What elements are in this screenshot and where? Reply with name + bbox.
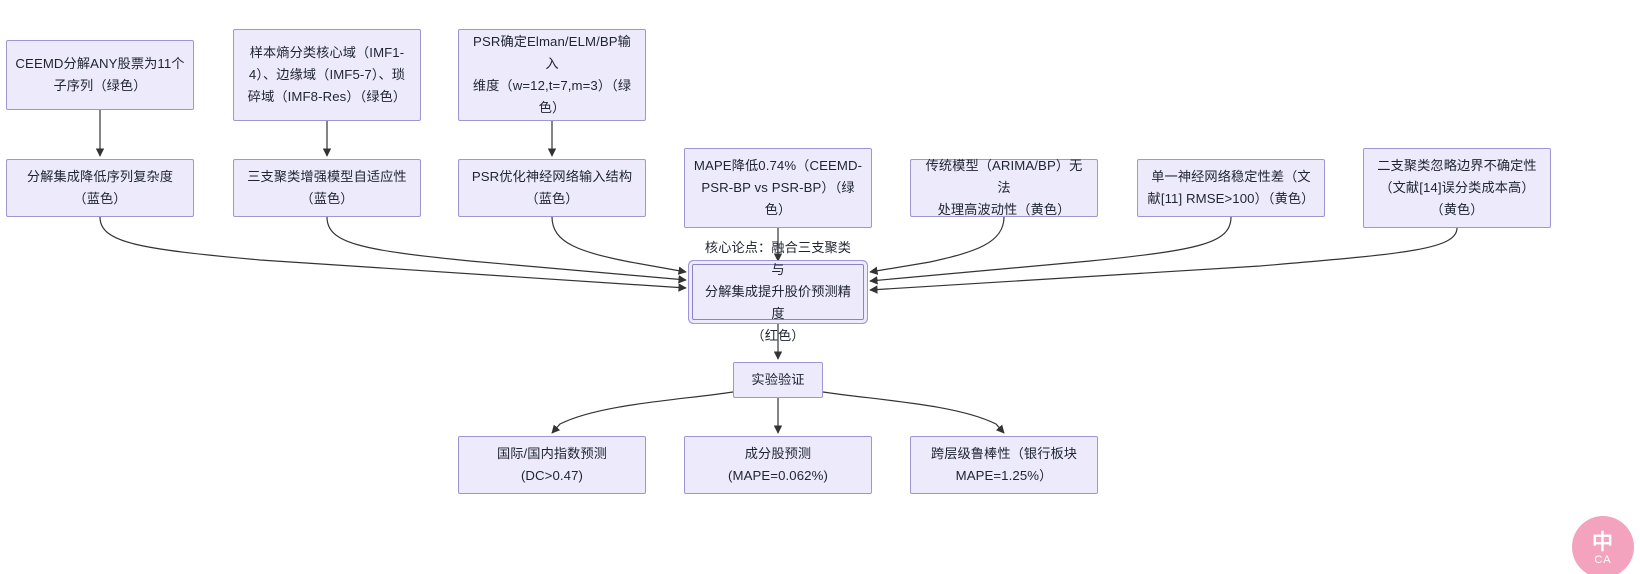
node-label: 三支聚类增强模型自适应性 （蓝色） xyxy=(247,169,407,206)
node-index-forecast[interactable]: 国际/国内指数预测 (DC>0.47) xyxy=(458,436,646,494)
node-label: 核心论点：融合三支聚类与 分解集成提升股价预测精度 （红色） xyxy=(704,240,852,343)
edge-n9-core xyxy=(869,216,1232,285)
node-sample-entropy[interactable]: 样本熵分类核心域（IMF1- 4）、边缘域（IMF5-7）、琐 碎域（IMF8-… xyxy=(233,29,421,121)
node-traditional-model-limit[interactable]: 传统模型（ARIMA/BP）无法 处理高波动性（黄色） xyxy=(910,158,1098,217)
node-experiment-validation[interactable]: 实验验证 xyxy=(733,362,823,398)
node-mape-reduction[interactable]: MAPE降低0.74%（CEEMD- PSR-BP vs PSR-BP）（绿 色… xyxy=(684,148,872,228)
watermark-badge-icon: 中 CA xyxy=(1572,516,1634,574)
node-label: 国际/国内指数预测 (DC>0.47) xyxy=(496,446,608,483)
node-psr-input-dimension[interactable]: PSR确定Elman/ELM/BP输入 维度（w=12,t=7,m=3）（绿 色… xyxy=(458,29,646,121)
node-cross-level-robustness[interactable]: 跨层级鲁棒性（银行板块 MAPE=1.25%） xyxy=(910,436,1098,494)
edge-n6-core xyxy=(551,216,687,275)
node-core-thesis[interactable]: 核心论点：融合三支聚类与 分解集成提升股价预测精度 （红色） xyxy=(692,240,864,343)
node-label: 分解集成降低序列复杂度 （蓝色） xyxy=(26,169,174,206)
node-reduce-complexity[interactable]: 分解集成降低序列复杂度 （蓝色） xyxy=(6,159,194,217)
node-label: MAPE降低0.74%（CEEMD- PSR-BP vs PSR-BP）（绿 色… xyxy=(693,158,863,217)
node-label: 成分股预测 (MAPE=0.062%) xyxy=(728,446,828,483)
node-single-network-instability[interactable]: 单一神经网络稳定性差（文 献[11] RMSE>100）（黄色） xyxy=(1137,159,1325,217)
node-label: CEEMD分解ANY股票为11个 子序列（绿色） xyxy=(15,56,185,93)
node-two-way-clustering-limit[interactable]: 二支聚类忽略边界不确定性 （文献[14]误分类成本高） （黄色） xyxy=(1363,148,1551,228)
node-constituent-stock-forecast[interactable]: 成分股预测 (MAPE=0.062%) xyxy=(684,436,872,494)
node-label: 样本熵分类核心域（IMF1- 4）、边缘域（IMF5-7）、琐 碎域（IMF8-… xyxy=(247,45,407,104)
node-psr-optimize-structure[interactable]: PSR优化神经网络输入结构 （蓝色） xyxy=(458,159,646,217)
node-label: 传统模型（ARIMA/BP）无法 处理高波动性（黄色） xyxy=(925,158,1083,217)
node-label: 实验验证 xyxy=(751,372,805,387)
node-label: 跨层级鲁棒性（银行板块 MAPE=1.25%） xyxy=(930,446,1078,483)
edge-n4-core xyxy=(99,216,687,292)
edge-n5-core xyxy=(326,216,687,284)
node-label: 二支聚类忽略边界不确定性 （文献[14]误分类成本高） （黄色） xyxy=(1377,158,1537,217)
node-ceemd-decompose[interactable]: CEEMD分解ANY股票为11个 子序列（绿色） xyxy=(6,40,194,110)
watermark-chinese-text: 中 xyxy=(1592,531,1614,554)
node-label: 单一神经网络稳定性差（文 献[11] RMSE>100）（黄色） xyxy=(1147,169,1315,206)
watermark-latin-text: CA xyxy=(1594,554,1612,566)
edge-n10-core xyxy=(869,227,1458,294)
node-three-way-clustering[interactable]: 三支聚类增强模型自适应性 （蓝色） xyxy=(233,159,421,217)
node-label: PSR确定Elman/ELM/BP输入 维度（w=12,t=7,m=3）（绿 色… xyxy=(472,34,632,115)
edge-n8-core xyxy=(869,216,1005,275)
edge-n11-n12 xyxy=(551,391,734,434)
edge-n11-n14 xyxy=(822,391,1005,434)
node-label: PSR优化神经网络输入结构 （蓝色） xyxy=(471,169,633,206)
